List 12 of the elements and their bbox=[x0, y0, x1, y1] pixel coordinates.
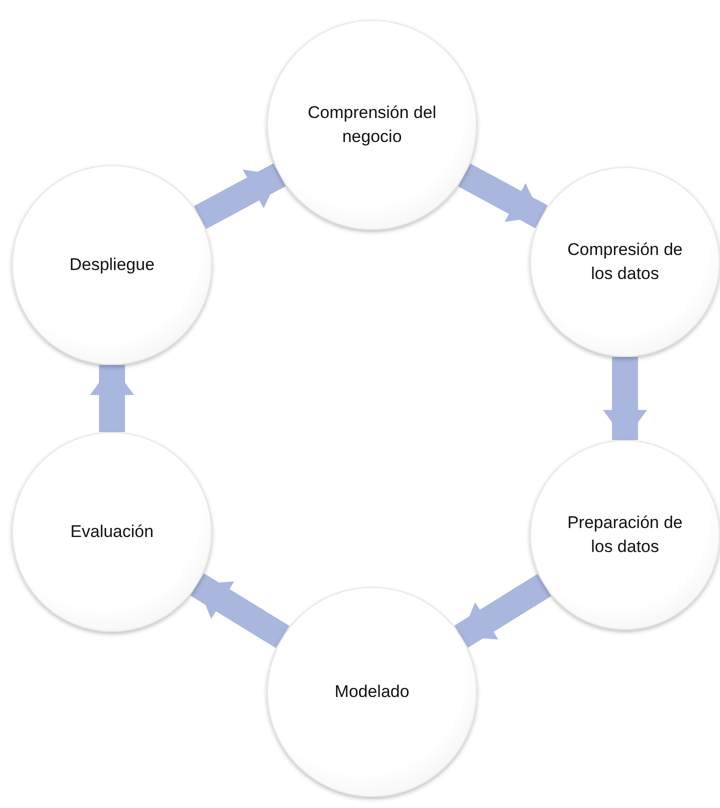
arrow bbox=[90, 365, 134, 432]
arrow bbox=[458, 164, 548, 228]
step-label: Preparación de los datos bbox=[566, 512, 684, 558]
arrow bbox=[603, 357, 647, 440]
step-label: Modelado bbox=[334, 681, 410, 704]
step-label: Compresión de los datos bbox=[566, 239, 684, 285]
arrow bbox=[454, 574, 552, 648]
arrow bbox=[194, 163, 286, 230]
arrow bbox=[190, 573, 290, 648]
step-label: Evaluación bbox=[70, 521, 154, 544]
step-label: Comprensión del negocio bbox=[306, 102, 438, 148]
step-label: Despliegue bbox=[69, 254, 155, 276]
